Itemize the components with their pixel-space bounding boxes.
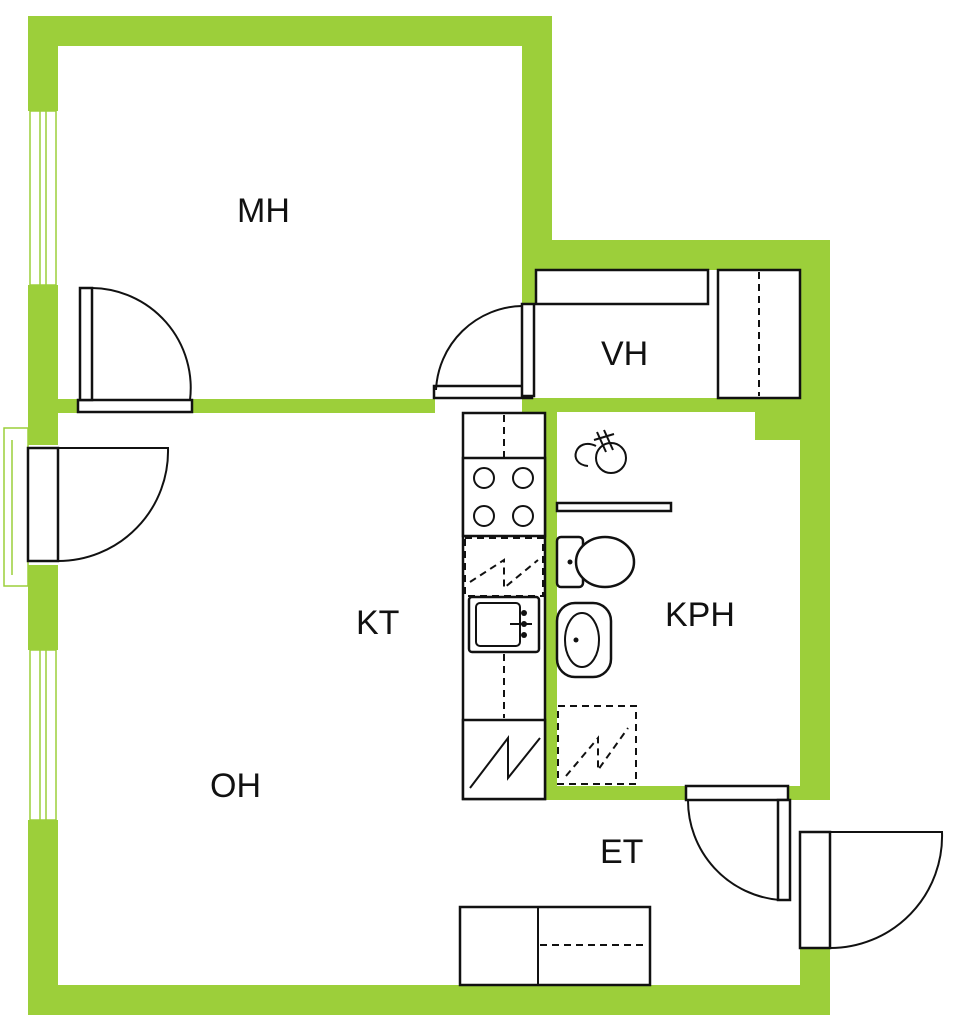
room-label-mh: MH	[237, 192, 290, 230]
wall-bath-bottom-right	[788, 786, 830, 800]
wall-outer-right-upper	[800, 240, 830, 788]
door-vh	[432, 302, 536, 400]
door-kph	[684, 784, 792, 902]
windows	[3, 110, 57, 821]
door-entrance	[798, 830, 944, 950]
wall-mh-bottom	[190, 399, 435, 413]
wall-outer-left-mid-1	[28, 285, 58, 445]
room-label-kt: KT	[356, 604, 399, 642]
room-labels: MH VH KT KPH OH ET	[210, 192, 735, 871]
door-balcony	[26, 446, 170, 563]
wall-vh-bottom	[522, 398, 830, 412]
toilet-icon	[555, 535, 636, 589]
wall-shaft	[755, 412, 800, 440]
kitchen-counter	[461, 411, 547, 801]
wardrobe-vh	[534, 268, 802, 400]
wall-outer-top-left	[28, 16, 552, 46]
shower-icon	[574, 429, 627, 474]
window-mh	[29, 110, 57, 286]
window-oh	[29, 649, 57, 821]
fridge-icon	[461, 718, 547, 801]
room-label-kph: KPH	[665, 596, 735, 634]
wall-mh-bottom-left	[58, 399, 80, 413]
balcony-door-frame	[3, 427, 29, 587]
wardrobe-et	[458, 905, 652, 987]
sink-icon	[467, 595, 541, 654]
wall-outer-left-mid-2	[28, 565, 58, 650]
washbasin-icon	[555, 601, 613, 679]
walls	[28, 16, 830, 1015]
washing-machine-icon	[557, 705, 637, 785]
wall-outer-bottom	[28, 985, 830, 1015]
shower-screen	[555, 501, 673, 513]
wall-bath-bottom	[545, 786, 687, 800]
room-label-et: ET	[600, 833, 643, 871]
room-label-vh: VH	[601, 335, 648, 373]
wall-outer-left-upper	[28, 16, 58, 111]
door-mh	[76, 286, 194, 414]
bathroom-fixtures	[555, 429, 673, 785]
room-label-oh: OH	[210, 767, 261, 805]
wall-outer-left-lower	[28, 820, 58, 1015]
stove-icon	[461, 456, 547, 538]
wall-outer-right-lower	[800, 948, 830, 1015]
wall-bath-left	[545, 412, 557, 800]
wall-vh-top	[522, 240, 830, 270]
doors	[26, 286, 944, 950]
